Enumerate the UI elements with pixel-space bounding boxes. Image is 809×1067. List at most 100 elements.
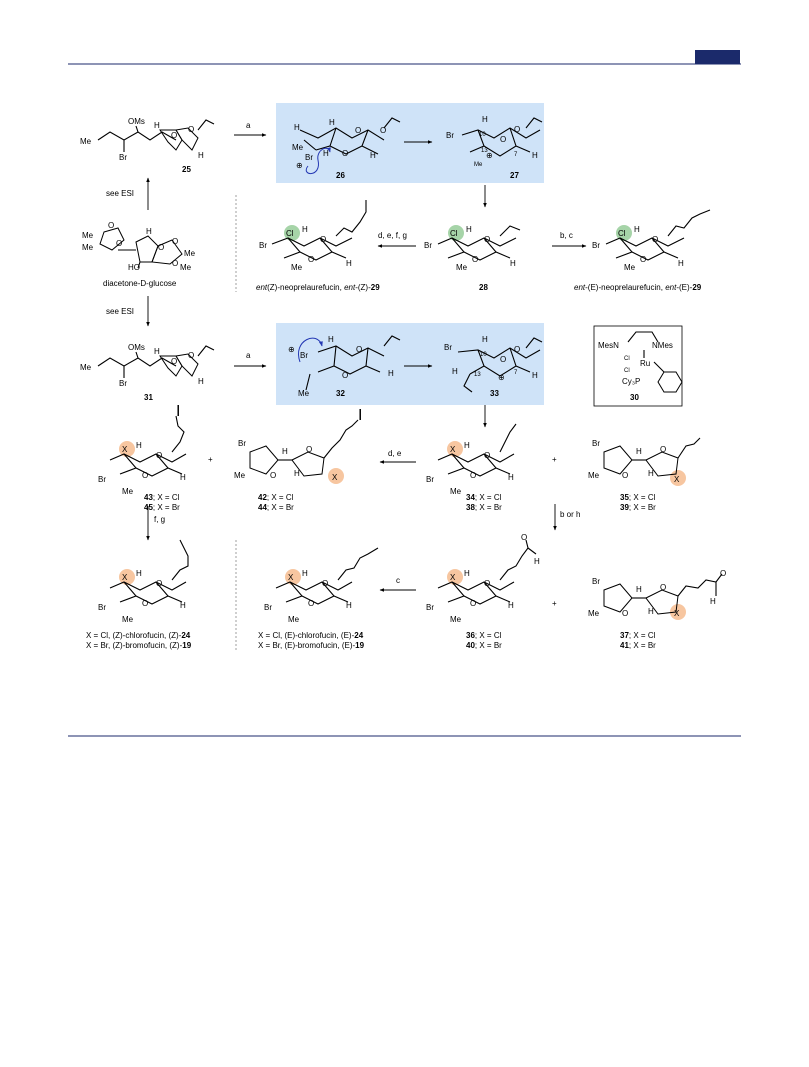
catalyst-box	[593, 325, 683, 407]
o-label: O	[514, 125, 520, 134]
compound-name-ent-z-29: ent(Z)-neoprelaurefucin, ent-(Z)-29	[256, 283, 380, 292]
o-label: O	[188, 125, 194, 134]
carbon-number-7: 7	[514, 152, 518, 158]
structure-35-39: Br Me O H H O X 35; X = Cl 39; X = Br	[588, 437, 701, 512]
compound-number-33: 33	[490, 389, 499, 398]
o-label: O	[308, 599, 314, 608]
o-label: O	[355, 126, 361, 135]
curly-arrow	[305, 147, 331, 174]
chlorine-highlight-circle	[284, 225, 300, 241]
br-label: Br	[259, 241, 267, 250]
me-label: Me	[122, 615, 134, 624]
structure-diacetone-glucose: O O Me Me H O O O HO Me Me diacetone-D-g…	[82, 221, 196, 288]
me-label: Me	[80, 137, 92, 146]
o-label: O	[720, 569, 726, 578]
o-label: O	[660, 445, 666, 454]
o-label: O	[622, 609, 628, 618]
br-label: Br	[119, 153, 127, 162]
structure-36-40: X H O H O O Br Me H 36; X = Cl 40; X = B…	[426, 533, 540, 650]
me-label: Me	[234, 471, 246, 480]
br-label: Br	[592, 241, 600, 250]
br-label: Br	[238, 439, 246, 448]
structure-32: Br ⊕ H O O Me H 32	[288, 335, 401, 398]
h-label: H	[329, 118, 335, 127]
compound-name-ent-e-29: ent-(E)-neoprelaurefucin, ent-(E)-29	[574, 283, 702, 292]
compound-number-25: 25	[182, 165, 191, 174]
reagent-label-fg: f, g	[154, 515, 165, 524]
compound-name-e-bromofucin: X = Br, (E)-bromofucin, (E)-19	[258, 641, 365, 650]
compound-name-z-bromofucin: X = Br, (Z)-bromofucin, (Z)-19	[86, 641, 192, 650]
h-label: H	[648, 607, 654, 616]
h-label: H	[346, 601, 352, 610]
me-label: Me	[184, 249, 196, 258]
o-label: O	[171, 357, 177, 366]
h-label: H	[198, 377, 204, 386]
compound-number-28: 28	[479, 283, 488, 292]
o-label: O	[320, 235, 326, 244]
me-label: Me	[588, 609, 600, 618]
cl-label: Cl	[624, 356, 630, 362]
h-label: H	[710, 597, 716, 606]
o-label: O	[156, 451, 162, 460]
h-label: H	[154, 121, 160, 130]
br-label: Br	[444, 343, 452, 352]
structure-25: Me Br OMs H O O H 25	[80, 117, 215, 174]
cl-label: Cl	[618, 229, 626, 238]
o-label: O	[108, 221, 114, 230]
structure-33: Br H 10 O O H 13 ⊕ 7 H 33	[444, 335, 543, 398]
oms-label: OMs	[128, 343, 145, 352]
h-label: H	[678, 259, 684, 268]
o-label: O	[142, 471, 148, 480]
carbon-number-10: 10	[479, 132, 486, 138]
compound-label-36: 36; X = Cl	[466, 631, 502, 640]
cl-label: Cl	[286, 229, 294, 238]
br-label: Br	[98, 603, 106, 612]
me-label: Me	[624, 263, 636, 272]
h-label: H	[648, 469, 654, 478]
o-label: O	[380, 126, 386, 135]
ru-label: Ru	[640, 359, 650, 368]
compound-label-41: 41; X = Br	[620, 641, 656, 650]
o-label: O	[470, 599, 476, 608]
compound-label-43: 43; X = Cl	[144, 493, 180, 502]
structure-27: Br H 10 O O ⊕ 13 7 Me H 27	[446, 115, 543, 180]
n-mes-label: NMes	[652, 341, 673, 350]
x-label: X	[674, 609, 680, 618]
reagent-label-a: a	[246, 121, 251, 130]
br-label: Br	[264, 603, 272, 612]
o-label: O	[640, 255, 646, 264]
reagent-label-b-or-h: b or h	[560, 510, 580, 519]
h-label: H	[464, 441, 470, 450]
reagent-label-see-esi: see ESI	[106, 189, 134, 198]
compound-label-44: 44; X = Br	[258, 503, 294, 512]
curly-arrow	[298, 337, 323, 363]
me-label: Me	[450, 487, 462, 496]
o-label: O	[500, 355, 506, 364]
compound-number-27: 27	[510, 171, 519, 180]
compound-label-38: 38; X = Br	[466, 503, 502, 512]
compound-number-31: 31	[144, 393, 153, 402]
carbon-number-10: 10	[480, 352, 487, 358]
me-label: Me	[82, 231, 94, 240]
h-label: H	[136, 569, 142, 578]
o-label: O	[306, 445, 312, 454]
reagent-label-c: c	[396, 576, 400, 585]
br-label: Br	[300, 351, 308, 360]
highlight-box-bromonium-32-33	[276, 323, 544, 405]
compound-number-30: 30	[630, 393, 639, 402]
o-label: O	[470, 471, 476, 480]
x-label: X	[122, 445, 128, 454]
plus-sign: +	[208, 455, 213, 464]
iodine-label: I	[358, 407, 362, 424]
br-label: Br	[592, 439, 600, 448]
me-label: Me	[180, 263, 192, 272]
structure-28: Br Cl H O O Me H 28	[424, 225, 521, 292]
chlorine-highlight-circle	[448, 225, 464, 241]
h-label: H	[482, 335, 488, 344]
h-label: H	[636, 585, 642, 594]
h-label: H	[466, 225, 472, 234]
halogen-highlight-circle	[670, 604, 686, 620]
structure-ent-z-29: Br Cl H O O Me H ent(Z)-neoprelaurefucin…	[256, 200, 380, 292]
me-label: Me	[292, 143, 304, 152]
me-label: Me	[298, 389, 310, 398]
